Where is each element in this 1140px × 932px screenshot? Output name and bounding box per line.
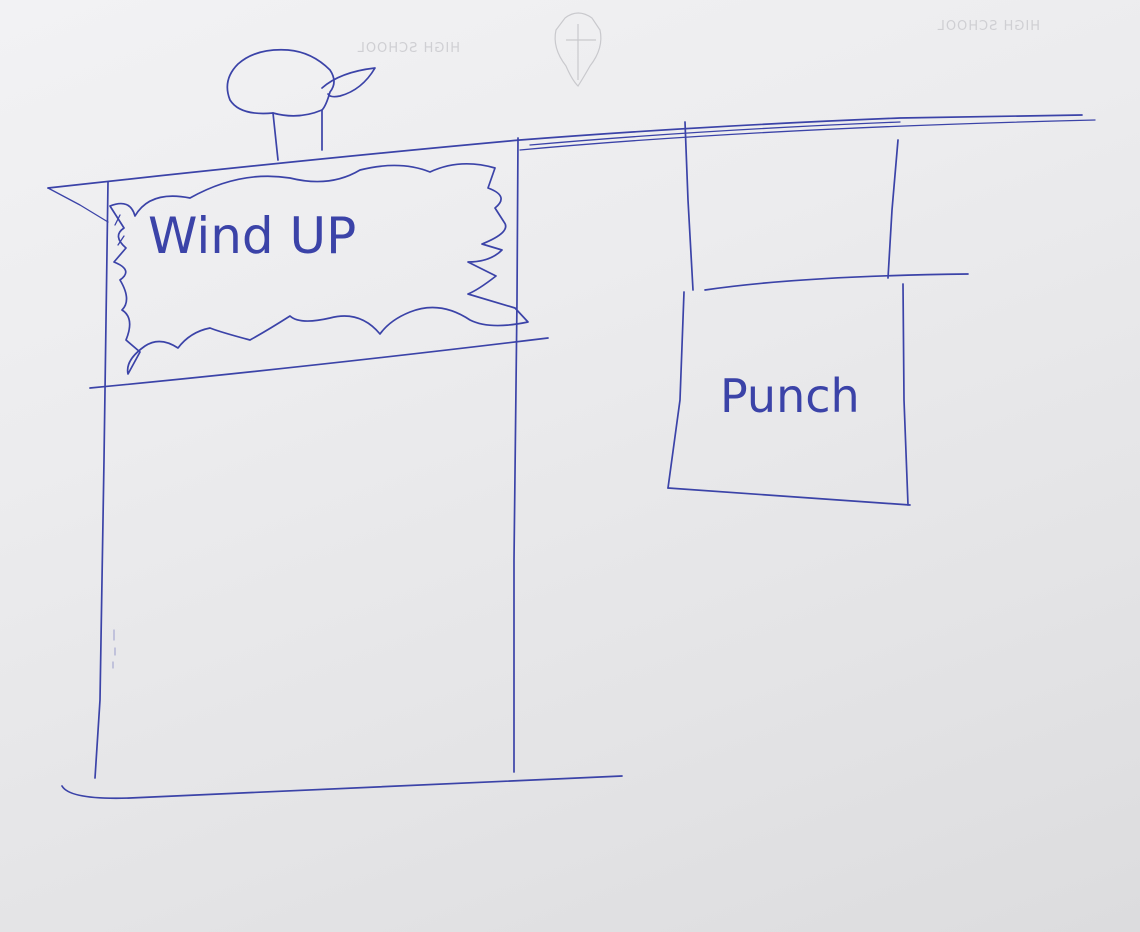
chef-hat-icon [226, 48, 376, 161]
punch-assembly: Punch [667, 121, 969, 506]
ghost-crest-icon [554, 12, 602, 87]
svg-text:HIGH SCHOOL: HIGH SCHOOL [357, 41, 460, 56]
wind-up-banner: Wind UP [109, 163, 529, 375]
wind-up-machine [61, 137, 623, 800]
top-beam [47, 114, 1096, 223]
svg-text:HIGH SCHOOL: HIGH SCHOOL [937, 19, 1040, 34]
punch-label: Punch [720, 369, 860, 423]
wind-up-label: Wind UP [148, 207, 356, 265]
ghost-letterhead: HIGH SCHOOL HIGH SCHOOL [357, 12, 1040, 87]
